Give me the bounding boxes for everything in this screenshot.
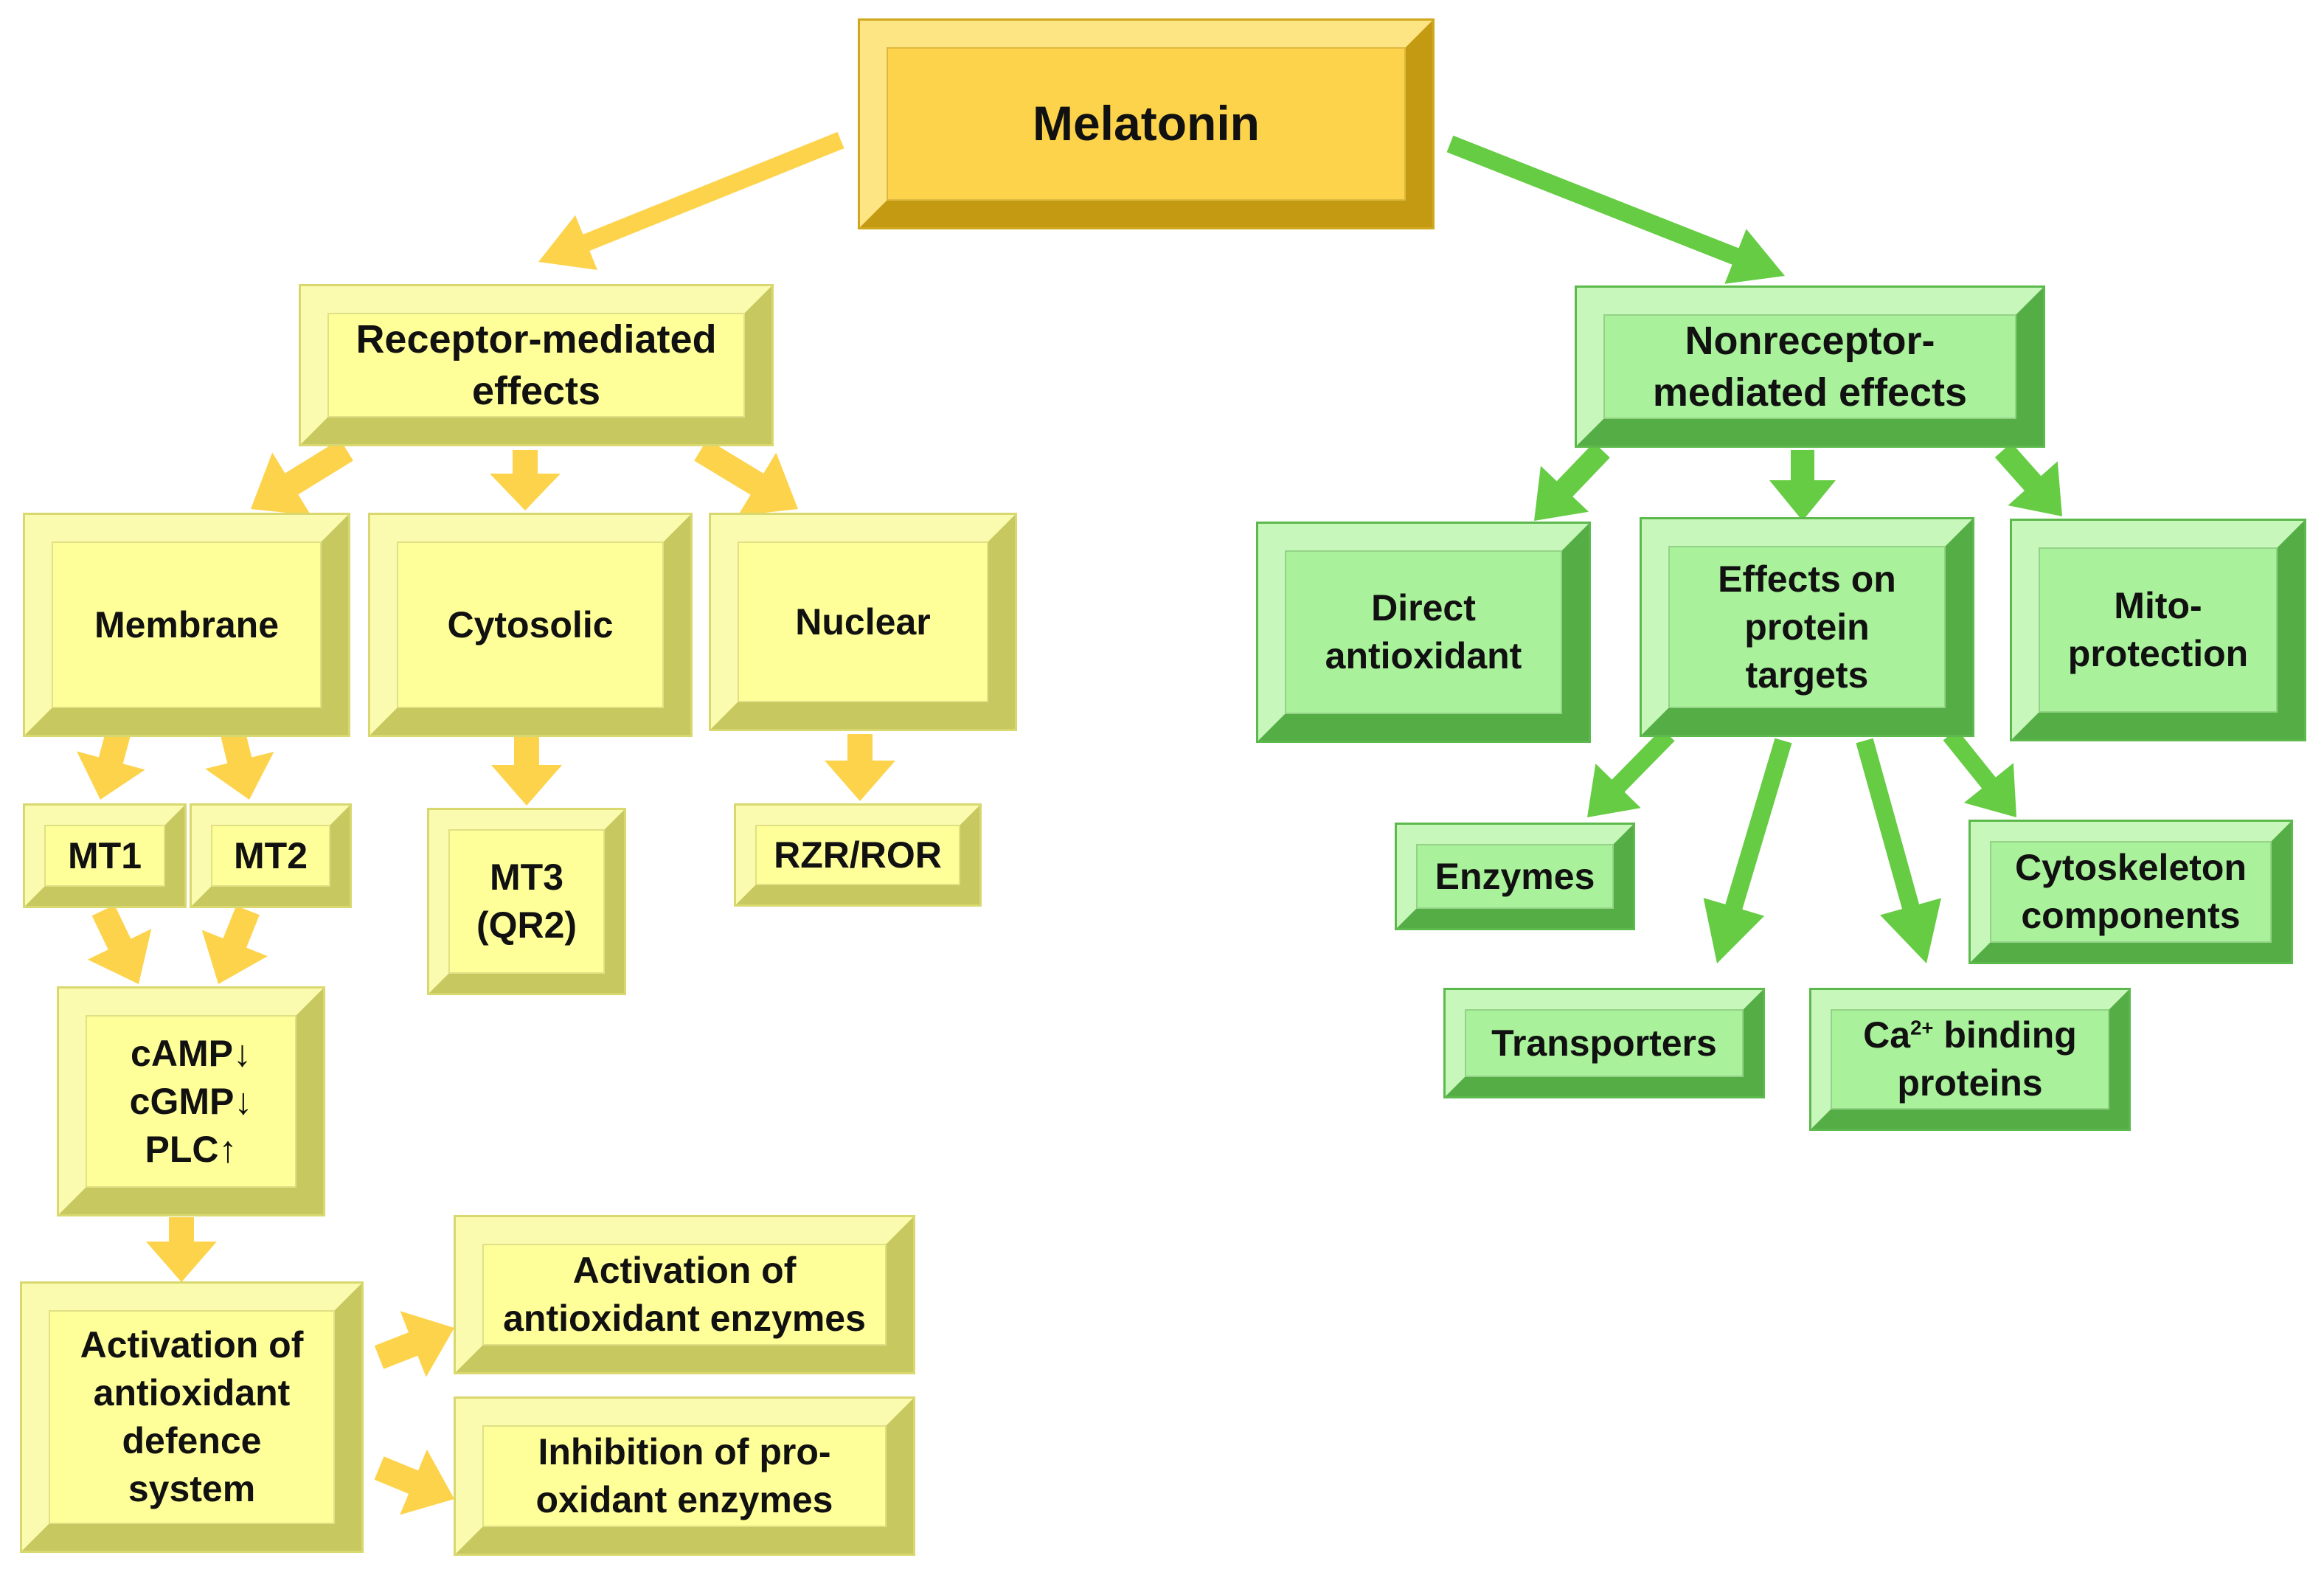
ca-superscript: 2+: [1910, 1016, 1934, 1039]
inhibition-prooxidant-enzymes-box: Inhibition of pro- oxidant enzymes: [456, 1399, 913, 1554]
arrow-defence-to-inhibition: [374, 1449, 454, 1515]
receptor-line-2: effects: [471, 369, 601, 413]
arrow-mt2-to-camp: [201, 905, 268, 984]
cytoskeleton-components-box: Cytoskeleton components: [1971, 822, 2291, 962]
ca-line-2: proteins: [1897, 1062, 2043, 1104]
mt2-label: MT2: [234, 834, 308, 876]
defence-line-2: antioxidant: [93, 1372, 291, 1413]
act-enzymes-line-2: antioxidant enzymes: [503, 1298, 866, 1339]
protein-line-1: Effects on: [1718, 558, 1896, 600]
direct-line-2: antioxidant: [1325, 635, 1522, 676]
enzymes-label: Enzymes: [1435, 855, 1595, 897]
inh-enzymes-line-1: Inhibition of pro-: [538, 1431, 831, 1472]
receptor-line-1: Receptor-mediated: [355, 316, 717, 361]
nonreceptor-mediated-box: Nonreceptor- mediated effects: [1577, 288, 2043, 446]
mt2-box: MT2: [192, 806, 350, 906]
arrow-mt1-to-camp: [87, 904, 152, 984]
activation-antioxidant-enzymes-box: Activation of antioxidant enzymes: [456, 1217, 913, 1372]
mt3-line-1: MT3: [490, 856, 563, 898]
mito-line-2: protection: [2067, 633, 2249, 674]
enzymes-box: Enzymes: [1397, 825, 1633, 928]
arrow-camp-to-defence: [146, 1217, 217, 1282]
arrow-protein-to-ca: [1856, 738, 1941, 963]
cyto-line-1: Cytoskeleton: [2015, 847, 2247, 888]
transporters-box: Transporters: [1446, 990, 1763, 1096]
arrow-receptor-to-nuclear: [694, 439, 798, 516]
rzr-ror-box: RZR/ROR: [736, 806, 979, 904]
arrow-nonreceptor-to-direct: [1534, 442, 1610, 521]
nuclear-label: Nuclear: [795, 600, 931, 643]
rzr-ror-label: RZR/ROR: [774, 834, 942, 876]
mito-protection-box: Mito- protection: [2012, 521, 2304, 739]
arrow-protein-to-cytoskeleton: [1943, 729, 2016, 817]
cytosolic-label: Cytosolic: [447, 603, 614, 645]
arrow-receptor-to-membrane: [251, 439, 353, 516]
direct-antioxidant-box: Direct antioxidant: [1258, 524, 1589, 741]
mt3-box: MT3 (QR2): [429, 810, 624, 993]
camp-line-1: cAMP↓: [131, 1032, 252, 1074]
membrane-box: Membrane: [25, 515, 348, 735]
camp-box: cAMP↓ cGMP↓ PLC↑: [59, 989, 323, 1214]
arrow-protein-to-enzymes: [1587, 728, 1675, 817]
protein-line-2: protein: [1744, 606, 1870, 648]
defence-line-4: system: [128, 1468, 256, 1509]
direct-line-1: Direct: [1371, 587, 1476, 629]
nuclear-box: Nuclear: [711, 515, 1015, 729]
mt1-box: MT1: [25, 806, 184, 906]
nonreceptor-line-2: mediated effects: [1652, 370, 1968, 415]
ca-suffix: binding: [1933, 1014, 2077, 1056]
receptor-mediated-box: Receptor-mediated effects: [301, 286, 771, 444]
inh-enzymes-line-2: oxidant enzymes: [535, 1479, 833, 1520]
arrow-membrane-to-mt2: [205, 730, 274, 800]
cyto-line-2: components: [2021, 895, 2241, 936]
arrow-membrane-to-mt1: [77, 730, 145, 800]
arrow-cytosolic-to-mt3: [491, 734, 562, 806]
ca-line-1: Ca2+ binding: [1863, 1011, 2077, 1059]
defence-line-3: defence: [122, 1420, 262, 1461]
arrow-nonreceptor-to-mito: [1994, 443, 2062, 516]
arrow-nuclear-to-rzr: [825, 734, 895, 801]
nonreceptor-line-1: Nonreceptor-: [1685, 318, 1935, 363]
protein-targets-box: Effects on protein targets: [1642, 519, 1972, 735]
mt3-line-2: (QR2): [476, 904, 577, 946]
arrow-receptor-to-cytosolic: [490, 450, 561, 510]
mito-line-1: Mito-: [2114, 585, 2202, 626]
mt1-label: MT1: [68, 834, 142, 876]
camp-line-2: cGMP↓: [129, 1080, 253, 1122]
melatonin-box: Melatonin: [860, 21, 1432, 227]
arrow-nonreceptor-to-protein: [1769, 450, 1836, 521]
ca-binding-proteins-box: Ca2+ binding proteins: [1811, 990, 2129, 1129]
antioxidant-defence-box: Activation of antioxidant defence system: [22, 1284, 361, 1551]
defence-line-1: Activation of: [80, 1324, 304, 1365]
membrane-label: Membrane: [94, 603, 280, 645]
melatonin-label: Melatonin: [1033, 96, 1260, 151]
arrow-melatonin-to-receptor: [538, 131, 844, 270]
ca-prefix: Ca: [1863, 1014, 1911, 1056]
protein-line-3: targets: [1745, 654, 1869, 696]
arrow-melatonin-to-nonreceptor: [1446, 135, 1785, 284]
cytosolic-box: Cytosolic: [370, 515, 690, 735]
arrow-defence-to-activation: [374, 1311, 454, 1377]
act-enzymes-line-1: Activation of: [572, 1250, 797, 1291]
camp-line-3: PLC↑: [145, 1128, 237, 1170]
arrow-protein-to-transporters: [1703, 738, 1792, 963]
transporters-label: Transporters: [1491, 1022, 1717, 1064]
